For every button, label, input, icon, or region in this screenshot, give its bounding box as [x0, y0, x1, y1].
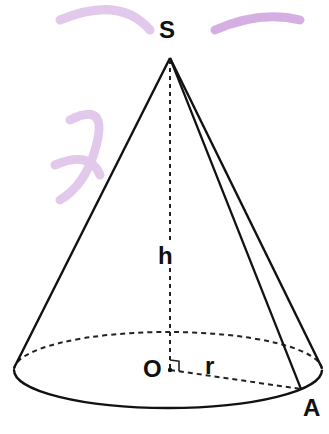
cone-side-left	[14, 58, 170, 368]
base-front-arc	[14, 370, 322, 408]
point-label: h	[156, 244, 175, 268]
center-point	[168, 368, 172, 372]
height-line-so	[169, 60, 171, 370]
point-label: A	[303, 396, 320, 420]
point-label: r	[205, 354, 214, 378]
cone-side-right	[170, 58, 322, 368]
watermark-strokes	[55, 10, 300, 200]
point-label: S	[159, 18, 175, 42]
slant-line-sa	[170, 58, 301, 389]
radius-line-oa	[170, 370, 301, 389]
base-back-arc	[14, 332, 322, 370]
point-label: O	[143, 357, 162, 381]
